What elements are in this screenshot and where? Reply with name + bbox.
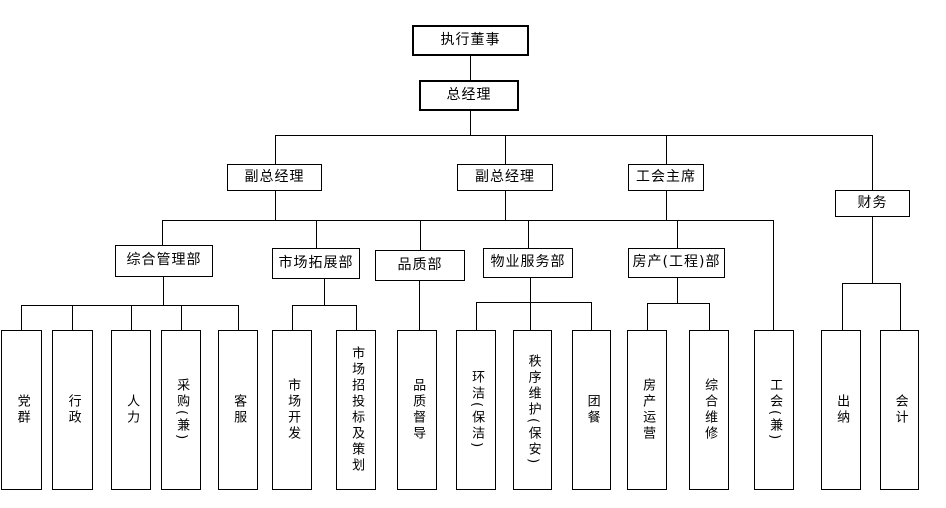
connector-line <box>476 302 592 303</box>
connector-line <box>476 302 477 330</box>
node-market-bidding-planning: 市场招投标及策划 <box>336 330 376 490</box>
connector-line <box>356 305 357 330</box>
node-general-manager: 总经理 <box>419 80 519 111</box>
connector-line <box>420 220 421 250</box>
node-cleaning: 环洁(保洁) <box>456 330 496 490</box>
connector-line <box>773 220 774 330</box>
node-cashier: 出纳 <box>821 330 861 490</box>
connector-line <box>419 281 420 330</box>
node-customer-service: 客服 <box>218 330 258 490</box>
connector-line <box>238 305 239 330</box>
connector-line <box>591 302 592 330</box>
connector-line <box>666 135 667 164</box>
node-deputy-gm-1: 副总经理 <box>227 164 322 191</box>
node-dept-quality: 品质部 <box>375 250 465 281</box>
connector-line <box>872 135 873 190</box>
connector-line <box>324 279 325 305</box>
node-administration: 行政 <box>52 330 93 490</box>
connector-line <box>842 283 843 330</box>
connector-line <box>292 305 293 330</box>
connector-line <box>528 220 529 248</box>
connector-line <box>677 220 678 248</box>
node-deputy-gm-2: 副总经理 <box>457 164 553 191</box>
connector-line <box>131 305 132 330</box>
connector-line <box>21 305 22 330</box>
node-general-maintenance: 综合维修 <box>689 330 729 490</box>
connector-line <box>72 305 73 330</box>
node-union-chairman: 工会主席 <box>628 164 704 191</box>
connector-line <box>505 191 506 220</box>
connector-line <box>666 191 667 220</box>
node-real-estate-operation: 房产运营 <box>627 330 667 490</box>
node-group-catering: 团餐 <box>572 330 611 490</box>
node-accountant: 会计 <box>880 330 919 490</box>
connector-line <box>470 56 471 80</box>
connector-line <box>275 191 276 220</box>
connector-line <box>163 277 164 305</box>
node-procurement: 采购(兼) <box>161 330 201 490</box>
node-human-resources: 人力 <box>111 330 151 490</box>
connector-line <box>181 305 182 330</box>
connector-line <box>900 283 901 330</box>
connector-line <box>842 283 901 284</box>
connector-line <box>292 305 357 306</box>
connector-line <box>647 303 648 330</box>
connector-line <box>162 220 163 245</box>
connector-line <box>709 303 710 330</box>
node-dept-general-admin: 综合管理部 <box>115 245 213 277</box>
connector-line <box>505 135 506 164</box>
node-quality-supervision: 品质督导 <box>397 330 437 490</box>
node-finance: 财务 <box>835 190 910 217</box>
connector-line <box>275 135 276 164</box>
node-exec-director: 执行董事 <box>412 25 529 56</box>
node-party-masses: 党群 <box>1 330 42 490</box>
connector-line <box>872 217 873 283</box>
connector-line <box>316 220 317 248</box>
node-labor-union: 工会(兼) <box>754 330 794 490</box>
node-dept-market-expansion: 市场拓展部 <box>272 248 360 279</box>
node-market-development: 市场开发 <box>272 330 312 490</box>
connector-line <box>21 305 239 306</box>
connector-line <box>162 220 774 221</box>
connector-line <box>275 135 873 136</box>
connector-line <box>470 111 471 135</box>
node-dept-property-service: 物业服务部 <box>483 248 573 278</box>
connector-line <box>647 303 710 304</box>
connector-line <box>530 278 531 330</box>
node-order-maintenance: 秩序维护(保安) <box>513 330 552 490</box>
node-dept-real-estate: 房产(工程)部 <box>628 248 725 278</box>
connector-line <box>677 278 678 303</box>
